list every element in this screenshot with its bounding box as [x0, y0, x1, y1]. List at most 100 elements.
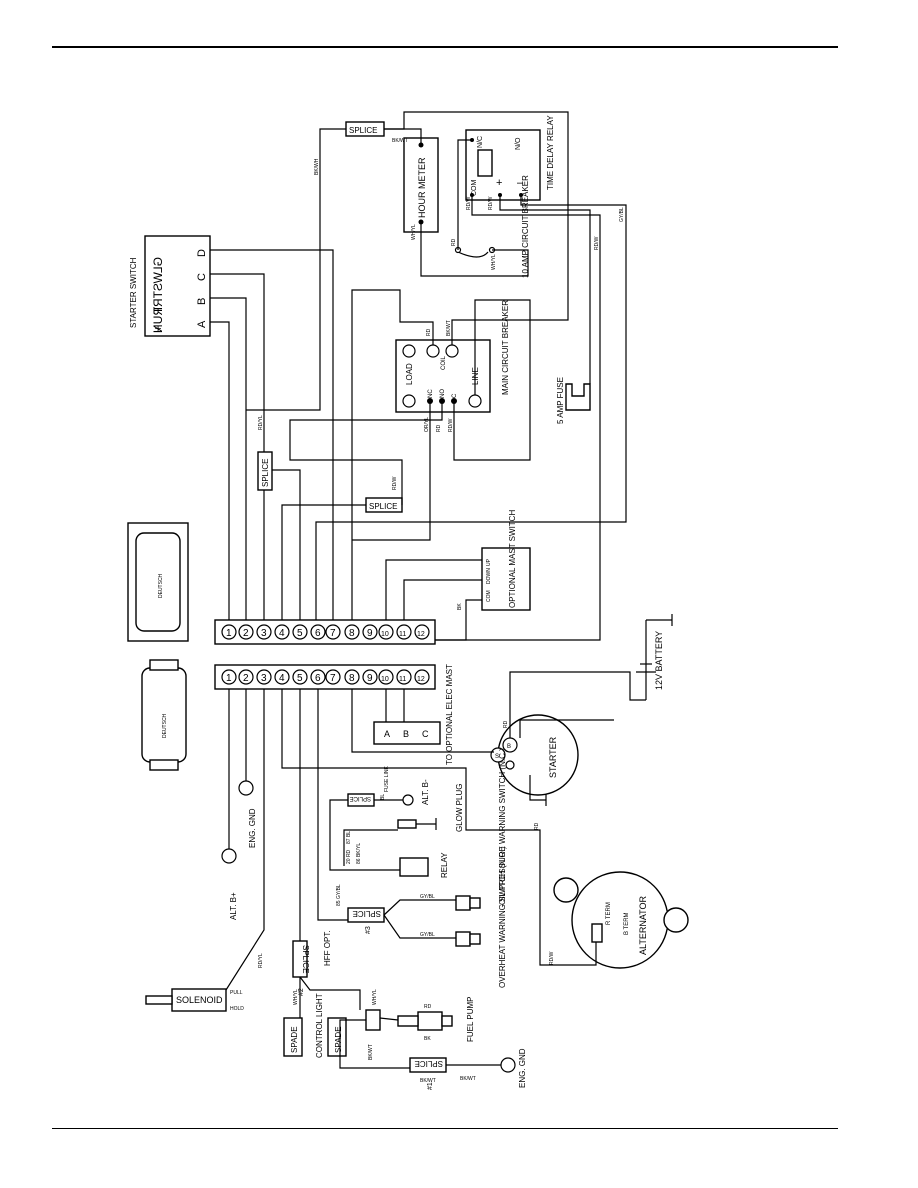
svg-text:–: – — [517, 177, 524, 189]
ss-pos-run: RUN — [151, 307, 165, 333]
terminal-pin-lower-12 — [414, 669, 430, 685]
svg-text:NO: NO — [440, 389, 446, 398]
svg-text:FUSE LINK: FUSE LINK — [384, 765, 390, 792]
svg-text:#3: #3 — [365, 926, 372, 934]
svg-text:STARTER: STARTER — [548, 736, 558, 778]
svg-text:LOAD: LOAD — [405, 363, 414, 385]
terminal-pin-upper-5 — [292, 624, 308, 640]
svg-text:86 BK/YL: 86 BK/YL — [356, 843, 362, 864]
svg-text:BK/WT: BK/WT — [368, 1044, 374, 1060]
svg-text:BL: BL — [380, 794, 386, 800]
terminal-pin-lower-num-2: 2 — [243, 673, 249, 684]
terminal-pin-upper-num-6: 6 — [315, 628, 321, 639]
svg-text:RD: RD — [436, 424, 442, 432]
terminal-pin-lower-num-9: 9 — [367, 673, 373, 684]
svg-text:PULL: PULL — [230, 990, 243, 996]
ss-letter-b: B — [196, 298, 208, 305]
svg-text:ALT. B-: ALT. B- — [421, 779, 430, 805]
svg-text:GY/BL: GY/BL — [420, 894, 435, 900]
solenoid: SOLENOID PULL HOLD — [145, 988, 244, 1012]
control-light-label: CONTROL LIGHT — [315, 993, 324, 1058]
svg-text:RD/YL: RD/YL — [258, 415, 264, 430]
svg-text:SPADE: SPADE — [290, 1026, 299, 1053]
svg-text:RD: RD — [424, 1004, 432, 1010]
svg-text:5 AMP FUSE: 5 AMP FUSE — [556, 377, 565, 424]
terminal-pin-lower-1 — [221, 669, 237, 685]
terminal-pin-upper-num-4: 4 — [279, 628, 285, 639]
svg-text:COIL: COIL — [441, 355, 447, 370]
svg-text:BK/WT: BK/WT — [420, 1078, 436, 1084]
svg-text:SPLICE: SPLICE — [349, 126, 377, 135]
svg-text:20 RD: 20 RD — [346, 849, 352, 864]
terminal-pin-lower-8 — [344, 669, 360, 685]
svg-text:12V BATTERY: 12V BATTERY — [654, 631, 664, 690]
svg-text:SPADE: SPADE — [334, 1026, 343, 1053]
starter-switch: STARTER SWITCH + RUN STRT GLW A B C D — [129, 235, 211, 337]
svg-text:C: C — [452, 393, 458, 398]
svg-text:WH/YL: WH/YL — [491, 254, 497, 270]
svg-text:SPLICE: SPLICE — [350, 795, 371, 801]
svg-text:RD: RD — [503, 720, 509, 728]
bottom-rule — [52, 1128, 838, 1129]
oil-pressure-switch: OIL PRESSURE WARNING SWITCH (N.C.) — [455, 748, 507, 911]
terminal-pin-lower-5 — [292, 669, 308, 685]
svg-text:A: A — [384, 729, 390, 739]
svg-text:HOLD: HOLD — [230, 1006, 244, 1012]
terminal-pin-upper-1 — [221, 624, 237, 640]
fuel-pump: FUEL PUMP — [365, 997, 475, 1042]
splice-1: SPLICE #1 — [409, 1057, 447, 1090]
svg-text:WH/YL: WH/YL — [411, 224, 417, 240]
svg-text:SPLICE: SPLICE — [369, 502, 397, 511]
terminal-pin-lower-3 — [256, 669, 272, 685]
svg-text:GLOW PLUG: GLOW PLUG — [455, 784, 464, 832]
svg-text:S: S — [495, 754, 499, 760]
terminal-pin-upper-num-10: 10 — [381, 631, 389, 638]
terminal-pin-upper-4 — [274, 624, 290, 640]
svg-text:RD/W: RD/W — [448, 418, 454, 432]
svg-text:RD: RD — [426, 328, 432, 336]
mast-abc-connector: A B C TO OPTIONAL ELEC MAST — [373, 664, 454, 765]
svg-text:RD: RD — [451, 238, 457, 246]
terminal-pin-lower-4 — [274, 669, 290, 685]
svg-text:87 BL: 87 BL — [346, 831, 352, 844]
svg-text:BK: BK — [457, 603, 463, 610]
svg-text:85 GY/BL: 85 GY/BL — [336, 884, 342, 906]
ss-pos-glw: GLW — [151, 257, 165, 284]
main-circuit-breaker: LOAD LINE COIL NC NO C MAIN CIRCUIT BREA… — [395, 300, 510, 413]
terminal-pin-lower-num-3: 3 — [261, 673, 267, 684]
terminal-pin-upper-8 — [344, 624, 360, 640]
svg-text:10 AMP CIRCUIT BREAKER: 10 AMP CIRCUIT BREAKER — [521, 175, 530, 278]
svg-text:SOLENOID: SOLENOID — [176, 995, 223, 1005]
svg-text:OIL PRESSURE WARNING SWITCH (N: OIL PRESSURE WARNING SWITCH (N.C.) — [498, 748, 507, 905]
eng-gnd-terminal-upper: ENG. GND — [238, 780, 257, 848]
deutsch-connector-2: DEUTSCH — [141, 659, 187, 771]
terminal-pin-upper-6 — [310, 624, 326, 640]
terminal-pin-lower-num-11: 11 — [399, 676, 406, 683]
svg-text:GY/BL: GY/BL — [420, 932, 435, 938]
svg-text:RD/W: RD/W — [466, 196, 472, 210]
terminal-pin-upper-11 — [396, 624, 412, 640]
svg-text:SPLICE: SPLICE — [301, 945, 310, 973]
fuse-5a: 5 AMP FUSE — [556, 377, 591, 424]
hour-meter: HOUR METER — [403, 137, 439, 233]
svg-text:BK: BK — [424, 1036, 431, 1042]
svg-text:DEUTSCH: DEUTSCH — [158, 573, 164, 598]
svg-text:SPLICE: SPLICE — [261, 459, 270, 487]
svg-text:SPLICE: SPLICE — [415, 1059, 443, 1068]
spade-left: SPADE — [283, 1017, 303, 1057]
svg-text:COM: COM — [486, 590, 492, 602]
svg-text:B: B — [403, 729, 409, 739]
terminal-pin-upper-9 — [362, 624, 378, 640]
deutsch-connector-1: DEUTSCH — [127, 522, 189, 642]
terminal-pin-lower-num-8: 8 — [349, 673, 355, 684]
starter-switch-label: STARTER SWITCH — [129, 257, 138, 328]
terminal-pin-upper-num-7: 7 — [330, 628, 336, 639]
ss-letter-d: D — [196, 249, 208, 257]
svg-text:NC: NC — [428, 389, 434, 398]
splice-3: SPLICE #3 — [347, 907, 385, 934]
alt-b-plus-terminal: ALT. B+ — [221, 848, 238, 920]
terminal-pin-lower-num-4: 4 — [279, 673, 285, 684]
terminal-pin-upper-num-12: 12 — [417, 631, 425, 638]
svg-text:N/C: N/C — [477, 136, 484, 148]
